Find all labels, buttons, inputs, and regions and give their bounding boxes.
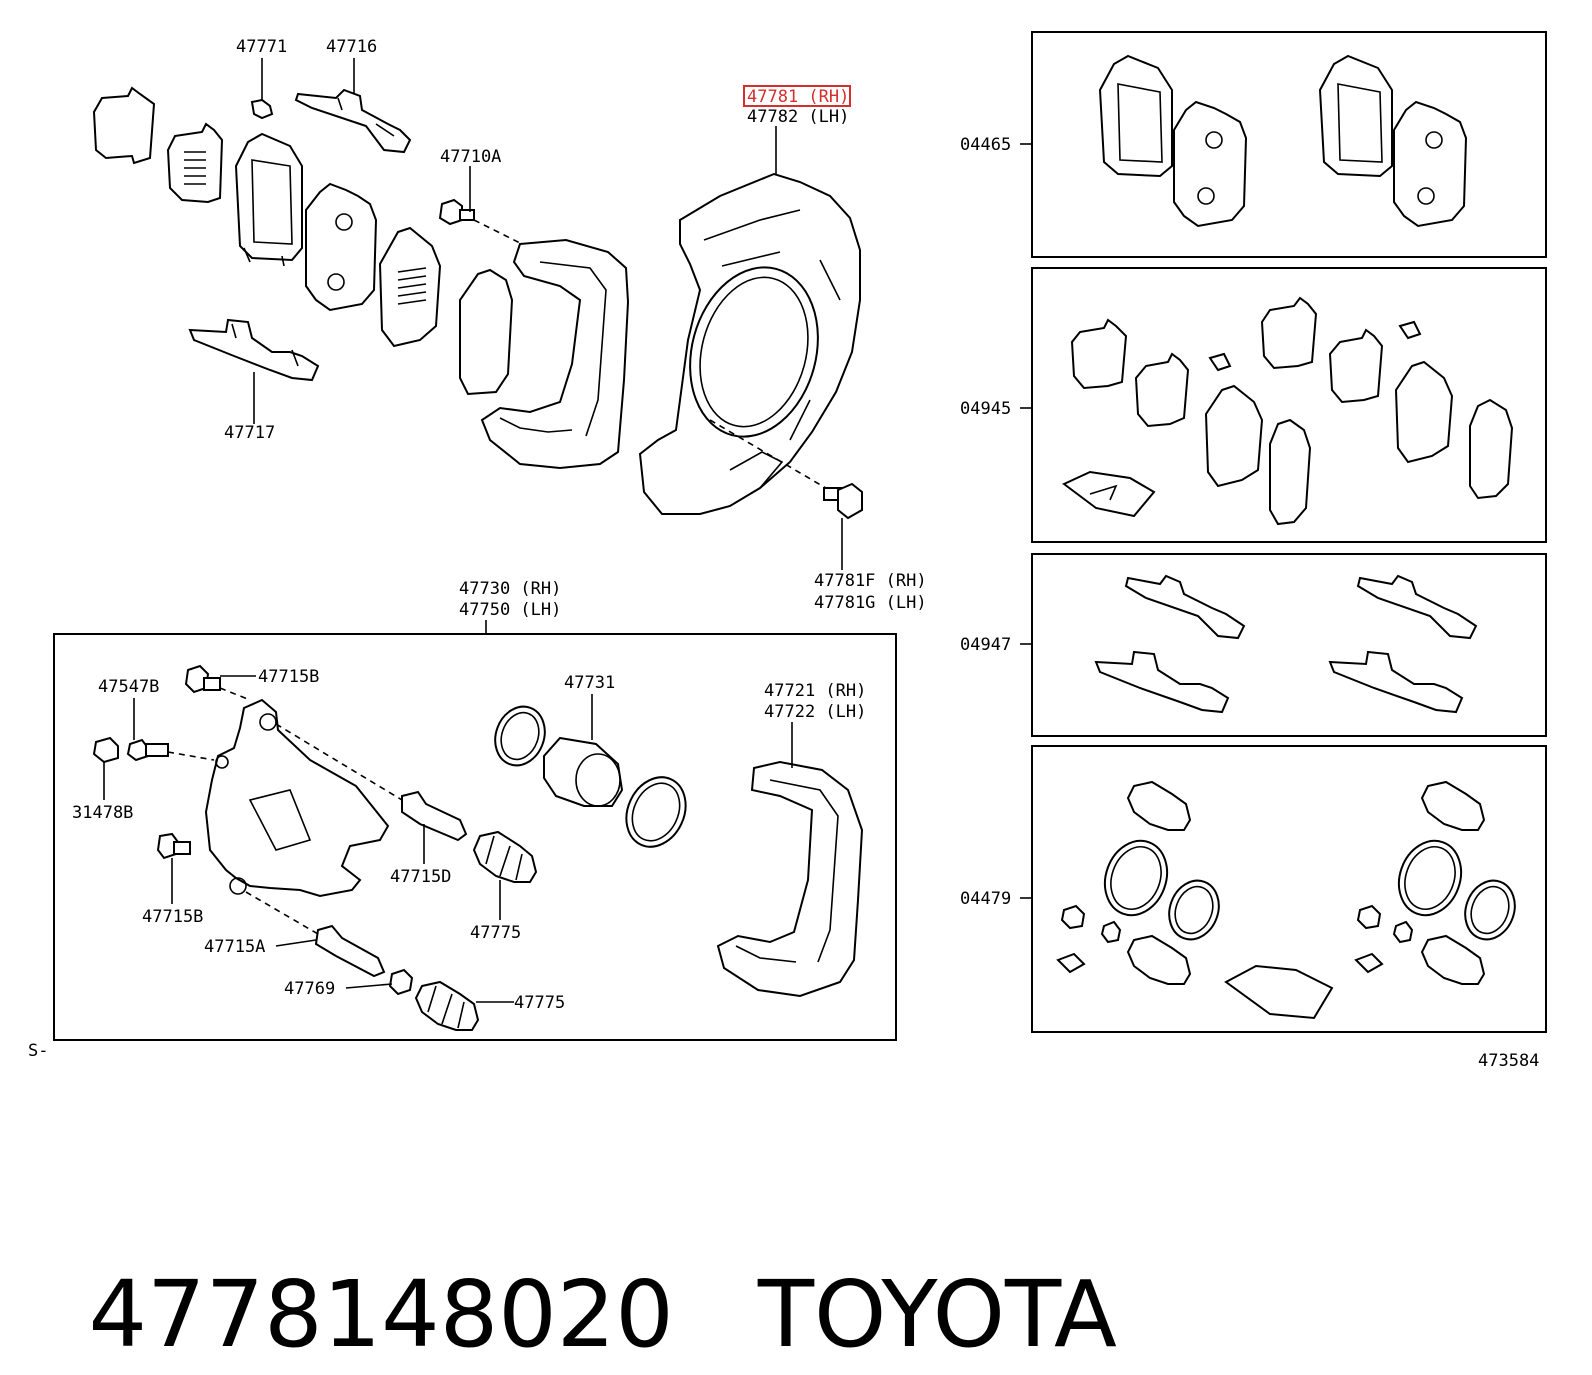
- label-47715b-bottom: 47715B: [142, 907, 203, 927]
- label-47781f: 47781F (RH): [814, 571, 927, 591]
- label-04947: 04947: [960, 635, 1011, 655]
- label-47715b-top: 47715B: [258, 667, 319, 687]
- slide-pin-47715d: [401, 790, 468, 842]
- label-s-mark: S-: [28, 1041, 48, 1061]
- leader-lines: [103, 58, 1032, 1003]
- label-47731: 47731: [564, 673, 615, 693]
- label-47710a: 47710A: [440, 147, 501, 167]
- nut-47769: [388, 968, 414, 996]
- highlight-box: [743, 85, 851, 107]
- label-47775-bottom: 47775: [514, 993, 565, 1013]
- label-04479: 04479: [960, 889, 1011, 909]
- brand-name: TOYOTA: [757, 1261, 1117, 1368]
- label-47717: 47717: [224, 423, 275, 443]
- bolt-47781f: [823, 482, 863, 520]
- pad-support-plate-lower: [188, 318, 320, 382]
- label-ref-number: 473584: [1478, 1051, 1539, 1071]
- label-47781-rh: 47781 (RH): [747, 87, 849, 107]
- bleeder-plug-47547b: [126, 738, 169, 762]
- label-47716: 47716: [326, 37, 377, 57]
- label-04465: 04465: [960, 135, 1011, 155]
- label-47721: 47721 (RH): [764, 681, 866, 701]
- part-number: 4778148020: [88, 1261, 674, 1368]
- piston-boot-ring: [625, 776, 687, 848]
- caliper-bracket-upper: [480, 238, 630, 470]
- disc-brake-dust-cover: [638, 172, 861, 515]
- label-47750: 47750 (LH): [459, 600, 561, 620]
- bolt-47715b-lower: [156, 832, 191, 860]
- label-47715a: 47715A: [204, 937, 265, 957]
- pad-support-plate-upper: [294, 88, 412, 154]
- kit-04479-seals-boots: [1056, 780, 1516, 1020]
- label-47782-lh: 47782 (LH): [747, 107, 849, 127]
- kit-04947-support-plates: [1094, 574, 1478, 714]
- piston-47731: [543, 736, 624, 807]
- anti-squeal-shim-inner: [166, 122, 224, 204]
- bolt-47715b-upper: [184, 664, 221, 694]
- kit-04945-shims: [1062, 296, 1514, 526]
- label-47781g: 47781G (LH): [814, 593, 927, 613]
- kit-box-04947: [1031, 553, 1547, 737]
- bleeder-cap-31478b: [92, 736, 119, 764]
- piston-seal: [494, 705, 546, 767]
- pad-clip-47771: [250, 98, 274, 120]
- cylinder-boot-47775-lower: [414, 980, 480, 1031]
- cylinder-boot-47775-upper: [472, 830, 538, 883]
- anti-squeal-shim-thin: [459, 268, 514, 396]
- label-47722: 47722 (LH): [764, 702, 866, 722]
- label-47769: 47769: [284, 979, 335, 999]
- label-47715d: 47715D: [390, 867, 451, 887]
- label-04945: 04945: [960, 399, 1011, 419]
- kit-04465-pads-left: [1098, 54, 1248, 228]
- bolt-47710a: [438, 198, 475, 226]
- slide-pin-47715a: [314, 924, 386, 978]
- caliper-body: [204, 698, 390, 898]
- label-47730: 47730 (RH): [459, 579, 561, 599]
- caliper-bracket-47721: [716, 760, 864, 998]
- label-47771: 47771: [236, 37, 287, 57]
- anti-squeal-shim-middle: [378, 226, 442, 348]
- kit-04465-pads-right: [1318, 54, 1468, 228]
- kit-box-04945: [1031, 267, 1547, 543]
- caliper-assembly-box: [53, 633, 897, 1041]
- part-caption: 4778148020 TOYOTA: [30, 1135, 1118, 1368]
- kit-box-04479: [1031, 745, 1547, 1033]
- parts-diagram: 47771 47716 47781 (RH) 47782 (LH) 47710A…: [28, 31, 1547, 1071]
- label-47775-mid: 47775: [470, 923, 521, 943]
- label-31478b: 31478B: [72, 803, 133, 823]
- pad-backing-plate: [305, 182, 378, 312]
- brake-pad-upper: [234, 132, 303, 267]
- anti-squeal-shim-outer: [92, 86, 156, 165]
- label-47547b: 47547B: [98, 677, 159, 697]
